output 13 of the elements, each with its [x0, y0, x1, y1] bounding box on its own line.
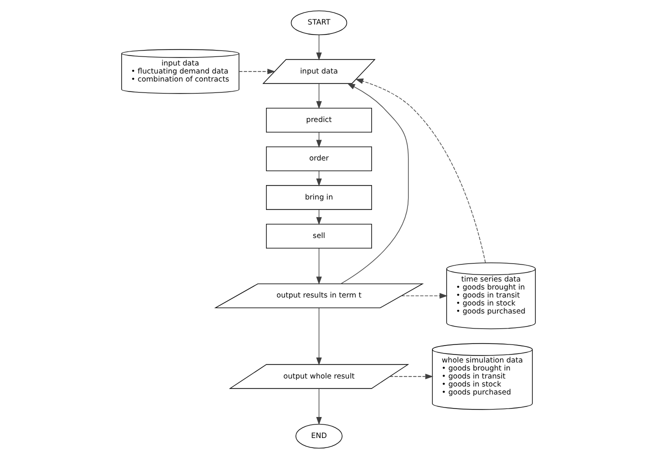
- arrow: [316, 248, 322, 285]
- arrow: [316, 388, 322, 425]
- arrow: [316, 170, 322, 186]
- arrow: [316, 308, 322, 366]
- arrow: [316, 209, 322, 226]
- arrow: [316, 34, 322, 60]
- arrow: [238, 68, 275, 74]
- arrow: [388, 374, 433, 380]
- arrow: [316, 83, 322, 110]
- arrow: [400, 293, 448, 299]
- arrow: [316, 132, 322, 148]
- arrow: [340, 83, 408, 284]
- arrow: [354, 78, 486, 264]
